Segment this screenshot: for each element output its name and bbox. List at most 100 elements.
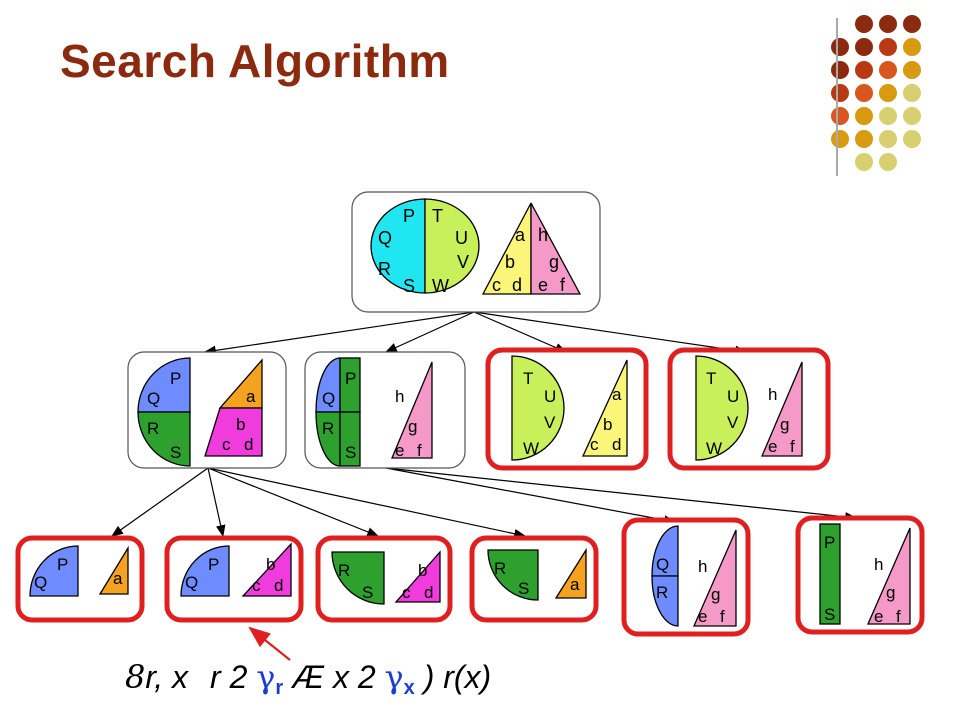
- label: e: [538, 275, 548, 295]
- label: S: [403, 276, 415, 296]
- edge-n1-l1: [111, 467, 209, 537]
- formula-part: r, x: [145, 659, 189, 695]
- bar-green: [339, 411, 361, 467]
- quarter-circle-blue: [651, 575, 679, 627]
- label: P: [170, 369, 181, 388]
- label: R: [494, 559, 506, 578]
- label: f: [790, 437, 795, 456]
- quarter-circle-blue: [29, 545, 79, 597]
- triangle-magenta: [241, 542, 292, 597]
- label: R: [322, 419, 334, 438]
- label: f: [896, 607, 901, 626]
- gamma-symbol: γ: [256, 658, 276, 696]
- label: S: [518, 579, 529, 598]
- label: a: [113, 569, 123, 588]
- label: V: [457, 252, 469, 272]
- label: a: [570, 575, 580, 594]
- label: h: [768, 385, 777, 404]
- label: d: [244, 435, 253, 454]
- label: U: [455, 228, 468, 248]
- tree-node-root: P Q R S T U V W a h b g c d e f: [351, 191, 601, 313]
- triangle-pink: [530, 202, 582, 295]
- triangle-pink: [867, 527, 911, 625]
- label: S: [345, 443, 356, 462]
- label: Q: [656, 555, 669, 574]
- label: c: [590, 435, 599, 454]
- label: d: [424, 583, 433, 602]
- label: e: [395, 441, 404, 460]
- label: b: [418, 561, 427, 580]
- bar-green: [819, 523, 841, 625]
- label: Q: [322, 389, 335, 408]
- label: P: [345, 369, 356, 388]
- label: S: [824, 605, 835, 624]
- decorative-dot: [855, 130, 873, 148]
- quarter-circle-green-arc: [331, 551, 385, 605]
- tree-node-n4: T U V W h g e f: [667, 347, 831, 471]
- forall-symbol: 8: [125, 658, 146, 696]
- label: f: [720, 607, 725, 626]
- decorative-dot: [879, 38, 897, 56]
- highlight-frame: [667, 347, 831, 471]
- label: e: [698, 607, 707, 626]
- quarter-circle-green: [315, 411, 341, 467]
- quarter-circle-green: [487, 549, 539, 601]
- triangle-orange: [554, 547, 587, 599]
- decorative-dot: [831, 61, 849, 79]
- edge-n2-l5: [385, 467, 677, 525]
- label: a: [246, 387, 256, 406]
- formula-part: Æ x 2: [283, 659, 385, 695]
- tree-leaf-l2: P Q b c d: [164, 535, 304, 623]
- decorative-dot: [903, 107, 921, 125]
- label: h: [698, 557, 707, 576]
- decorative-dot: [855, 15, 873, 33]
- label: T: [706, 369, 716, 388]
- label: W: [706, 439, 722, 458]
- triangle-orange: [98, 545, 129, 595]
- half-circle-lime: [424, 198, 480, 294]
- half-circle-cyan: [370, 198, 426, 294]
- quarter-circle-blue: [180, 545, 230, 597]
- label: h: [874, 555, 883, 574]
- decorative-dot: [879, 107, 897, 125]
- root-labels: P Q R S T U V W a h b g c d e f: [378, 206, 566, 296]
- edge-root-n1: [203, 311, 475, 356]
- divider-line: [836, 18, 838, 176]
- decorative-dot: [855, 107, 873, 125]
- decorative-dot: [831, 107, 849, 125]
- label: V: [544, 413, 556, 432]
- label: c: [222, 435, 231, 454]
- label: b: [505, 252, 515, 272]
- label: R: [338, 561, 350, 580]
- gamma-symbol: γ: [384, 658, 404, 696]
- label: d: [612, 435, 621, 454]
- triangle-magenta: [394, 550, 441, 603]
- triangle-pink: [391, 361, 433, 459]
- label: c: [492, 275, 501, 295]
- label: P: [208, 555, 219, 574]
- tree-node-n3: T U V W a b c d: [485, 347, 649, 471]
- label: g: [886, 583, 895, 602]
- label: c: [252, 576, 261, 595]
- label: R: [147, 419, 159, 438]
- decorative-dot: [879, 84, 897, 102]
- edge-root-n3: [473, 311, 568, 353]
- decorative-dot: [855, 84, 873, 102]
- label: g: [408, 417, 417, 436]
- label: g: [549, 252, 559, 272]
- decorative-dot: [831, 84, 849, 102]
- label: U: [727, 387, 739, 406]
- label: P: [57, 555, 68, 574]
- tree-node-n2: P Q R S h g e f: [304, 351, 466, 469]
- edge-root-n2: [384, 311, 475, 353]
- label: c: [402, 583, 411, 602]
- label: b: [266, 555, 275, 574]
- decorative-dot: [903, 61, 921, 79]
- half-circle-lime: [695, 355, 749, 461]
- decorative-dot: [879, 61, 897, 79]
- label: d: [274, 576, 283, 595]
- tree-leaf-l6: P S h g e f: [795, 515, 925, 635]
